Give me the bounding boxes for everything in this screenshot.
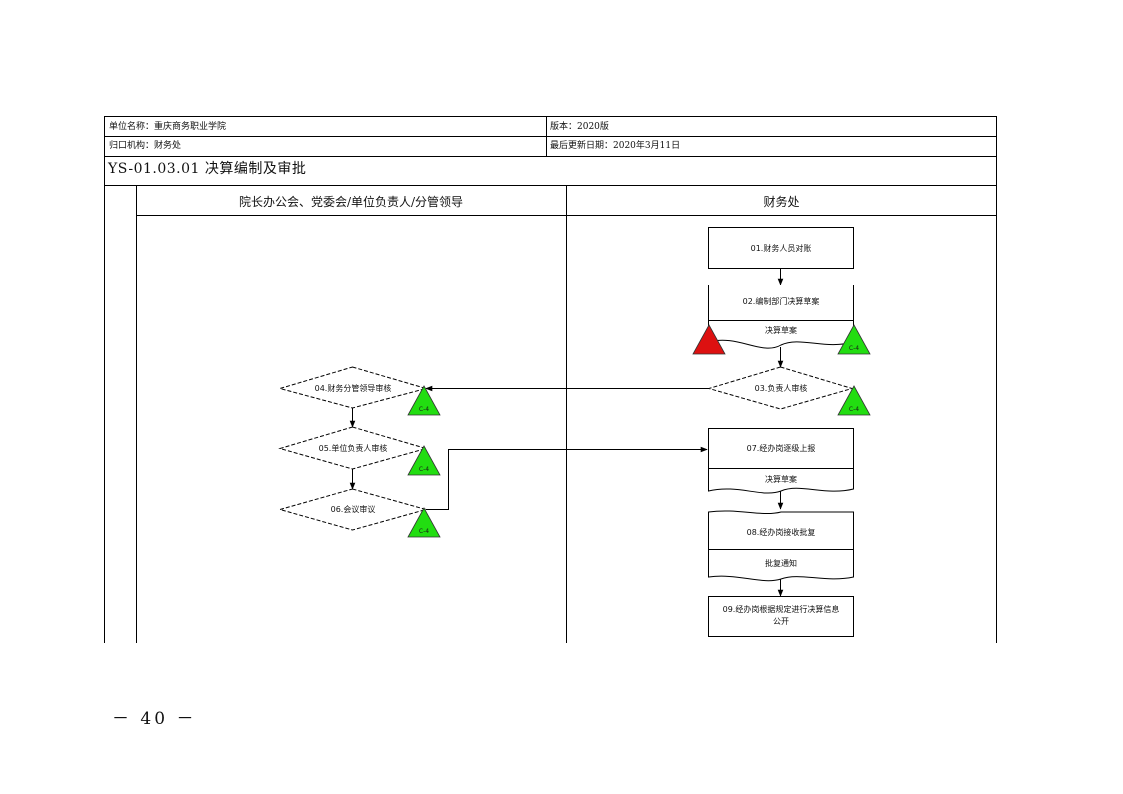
updated-date: 最后更新日期：2020年3月11日 bbox=[550, 141, 681, 151]
node-06-label: 06.会议审议 bbox=[331, 504, 376, 514]
node-08-receive-approval: 08.经办岗接收批复 批复通知 bbox=[708, 510, 854, 582]
page-number: － 40 － bbox=[112, 709, 197, 729]
node-02-label: 02.编制部门决算草案 bbox=[743, 296, 820, 306]
department: 归口机构：财务处 bbox=[109, 141, 182, 151]
node-04-label: 04.财务分管领导审核 bbox=[315, 383, 392, 393]
lane-header-finance: 财务处 bbox=[763, 195, 800, 209]
node-03-label: 03.负责人审核 bbox=[755, 383, 808, 393]
node-01-label: 01.财务人员对账 bbox=[751, 243, 812, 253]
node-03-director-review: 03.负责人审核 bbox=[707, 366, 854, 410]
risk-marker-green-04: C-4 bbox=[407, 385, 441, 416]
arrow-06-07 bbox=[426, 446, 708, 510]
lane-header-leadership: 院长办公会、党委会/单位负责人/分管领导 bbox=[238, 195, 464, 209]
risk-marker-green-06: C-4 bbox=[407, 507, 441, 538]
svg-text:C-4: C-4 bbox=[849, 345, 859, 352]
node-09-label-line1: 09.经办岗根据规定进行决算信息 bbox=[723, 604, 840, 614]
node-09-label-line2: 公开 bbox=[773, 617, 789, 626]
svg-text:C-4: C-4 bbox=[419, 466, 429, 473]
risk-marker-green-02: C-4 bbox=[837, 324, 871, 355]
node-08-label: 08.经办岗接收批复 bbox=[747, 527, 816, 537]
risk-marker-green-05: C-4 bbox=[407, 445, 441, 476]
node-02-draft-budget: 02.编制部门决算草案 决算草案 bbox=[708, 285, 854, 349]
swimlane-frame bbox=[104, 185, 997, 643]
node-07-label: 07.经办岗逐级上报 bbox=[747, 443, 816, 453]
risk-marker-red bbox=[692, 324, 726, 355]
unit-name: 单位名称：重庆商务职业学院 bbox=[109, 122, 227, 132]
node-07-document: 决算草案 bbox=[765, 474, 797, 484]
node-05-head-review: 05.单位负责人审核 bbox=[278, 426, 428, 470]
connectors bbox=[349, 268, 784, 597]
process-title: YS-01.03.01 决算编制及审批 bbox=[108, 161, 307, 177]
version: 版本：2020版 bbox=[550, 122, 609, 132]
node-05-label: 05.单位负责人审核 bbox=[319, 443, 388, 453]
node-06-meeting-review: 06.会议审议 bbox=[278, 488, 428, 531]
node-01-reconcile: 01.财务人员对账 bbox=[708, 227, 854, 269]
node-08-document: 批复通知 bbox=[765, 558, 797, 568]
version-cell: 版本：2020版 bbox=[546, 116, 997, 137]
department-cell: 归口机构：财务处 bbox=[104, 136, 547, 157]
node-09-disclose: 09.经办岗根据规定进行决算信息 公开 bbox=[708, 596, 854, 637]
svg-text:C-4: C-4 bbox=[419, 528, 429, 535]
node-02-document: 决算草案 bbox=[765, 325, 797, 335]
svg-text:C-4: C-4 bbox=[419, 406, 429, 413]
unit-name-cell: 单位名称：重庆商务职业学院 bbox=[104, 116, 547, 137]
svg-text:C-4: C-4 bbox=[849, 406, 859, 413]
risk-marker-green-03: C-4 bbox=[837, 385, 871, 416]
node-07-submit: 07.经办岗逐级上报 决算草案 bbox=[708, 428, 854, 494]
process-title-cell: YS-01.03.01 决算编制及审批 bbox=[104, 156, 997, 186]
updated-cell: 最后更新日期：2020年3月11日 bbox=[546, 136, 997, 157]
node-04-vp-review: 04.财务分管领导审核 bbox=[278, 366, 428, 409]
